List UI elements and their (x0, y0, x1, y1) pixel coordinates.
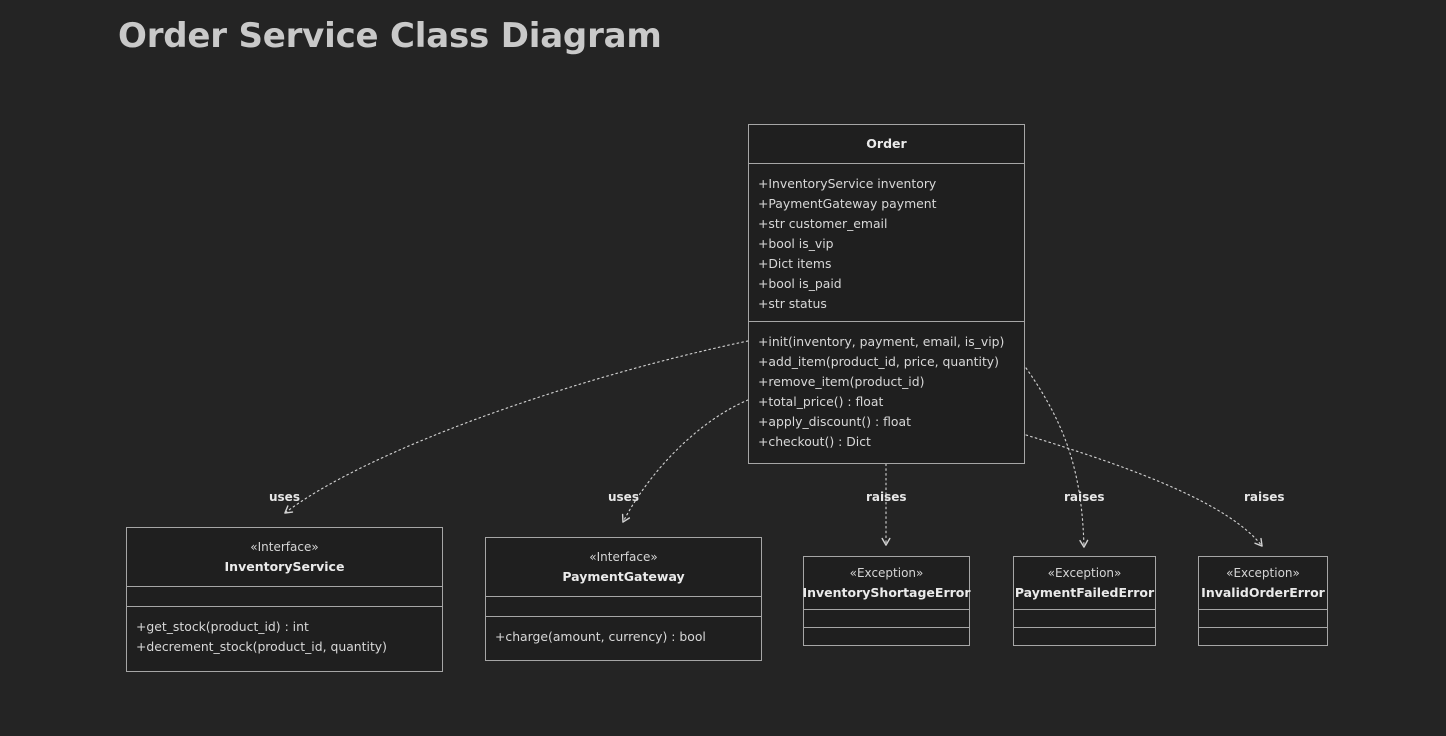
method-row: +apply_discount() : float (758, 414, 911, 429)
attribute-row: +PaymentGateway payment (758, 196, 937, 211)
class-attributes-payment-failed-error (1014, 609, 1155, 627)
class-header-order: Order (749, 125, 1024, 163)
class-name-inventory-shortage-error: InventoryShortageError (802, 584, 971, 600)
edge-label-order-payment-gateway: uses (608, 490, 639, 504)
class-methods-payment-gateway: +charge(amount, currency) : bool (486, 616, 761, 660)
method-row: +decrement_stock(product_id, quantity) (136, 639, 387, 654)
class-stereotype-invalid-order-error: «Exception» (1226, 566, 1300, 581)
class-header-inventory-service: «Interface» InventoryService (127, 528, 442, 586)
class-header-inventory-shortage-error: «Exception» InventoryShortageError (802, 557, 971, 609)
class-methods-inventory-shortage-error (804, 627, 969, 645)
class-stereotype-payment-gateway: «Interface» (589, 550, 658, 565)
edge-label-order-payment-failed-error: raises (1064, 490, 1105, 504)
attribute-row: +str status (758, 296, 827, 311)
class-node-inventory-shortage-error[interactable]: «Exception» InventoryShortageError (802, 556, 971, 646)
class-attributes-payment-gateway (486, 596, 761, 616)
class-stereotype-inventory-service: «Interface» (250, 540, 319, 555)
class-methods-invalid-order-error (1199, 627, 1327, 645)
class-attributes-inventory-service (127, 586, 442, 606)
class-node-order[interactable]: Order +InventoryService inventory +Payme… (748, 124, 1025, 464)
method-row: +get_stock(product_id) : int (136, 619, 309, 634)
class-attributes-inventory-shortage-error (804, 609, 969, 627)
method-row: +checkout() : Dict (758, 434, 871, 449)
class-node-payment-gateway[interactable]: «Interface» PaymentGateway +charge(amoun… (485, 537, 762, 661)
edge-order-invalid-order-error (1025, 434, 1263, 547)
method-row: +remove_item(product_id) (758, 374, 925, 389)
class-name-payment-failed-error: PaymentFailedError (1014, 584, 1155, 600)
attribute-row: +bool is_paid (758, 276, 842, 291)
attribute-row: +Dict items (758, 256, 832, 271)
edge-order-inventory-service (284, 340, 749, 514)
class-name-order: Order (866, 136, 907, 152)
class-name-inventory-service: InventoryService (224, 558, 345, 574)
attribute-row: +str customer_email (758, 216, 888, 231)
class-header-payment-failed-error: «Exception» PaymentFailedError (1014, 557, 1155, 609)
attribute-row: +bool is_vip (758, 236, 834, 251)
class-attributes-order: +InventoryService inventory +PaymentGate… (749, 163, 1024, 321)
attribute-row: +InventoryService inventory (758, 176, 937, 191)
method-row: +charge(amount, currency) : bool (495, 629, 706, 644)
class-header-payment-gateway: «Interface» PaymentGateway (486, 538, 761, 596)
page-title: Order Service Class Diagram (118, 16, 662, 56)
method-row: +init(inventory, payment, email, is_vip) (758, 334, 1005, 349)
edge-label-order-inventory-shortage-error: raises (866, 490, 907, 504)
class-methods-inventory-service: +get_stock(product_id) : int +decrement_… (127, 606, 442, 671)
class-methods-payment-failed-error (1014, 627, 1155, 645)
class-header-invalid-order-error: «Exception» InvalidOrderError (1199, 557, 1327, 609)
edge-label-order-invalid-order-error: raises (1244, 490, 1285, 504)
class-stereotype-payment-failed-error: «Exception» (1047, 566, 1122, 581)
class-node-invalid-order-error[interactable]: «Exception» InvalidOrderError (1198, 556, 1328, 646)
class-stereotype-inventory-shortage-error: «Exception» (849, 566, 924, 581)
class-name-invalid-order-error: InvalidOrderError (1201, 584, 1325, 600)
method-row: +add_item(product_id, price, quantity) (758, 354, 999, 369)
edge-order-payment-gateway (621, 399, 749, 523)
edge-order-payment-failed-error (1025, 367, 1089, 548)
class-attributes-invalid-order-error (1199, 609, 1327, 627)
class-node-inventory-service[interactable]: «Interface» InventoryService +get_stock(… (126, 527, 443, 672)
class-methods-order: +init(inventory, payment, email, is_vip)… (749, 321, 1024, 464)
edge-label-order-inventory-service: uses (269, 490, 300, 504)
method-row: +total_price() : float (758, 394, 884, 409)
class-name-payment-gateway: PaymentGateway (562, 568, 685, 584)
class-node-payment-failed-error[interactable]: «Exception» PaymentFailedError (1013, 556, 1156, 646)
